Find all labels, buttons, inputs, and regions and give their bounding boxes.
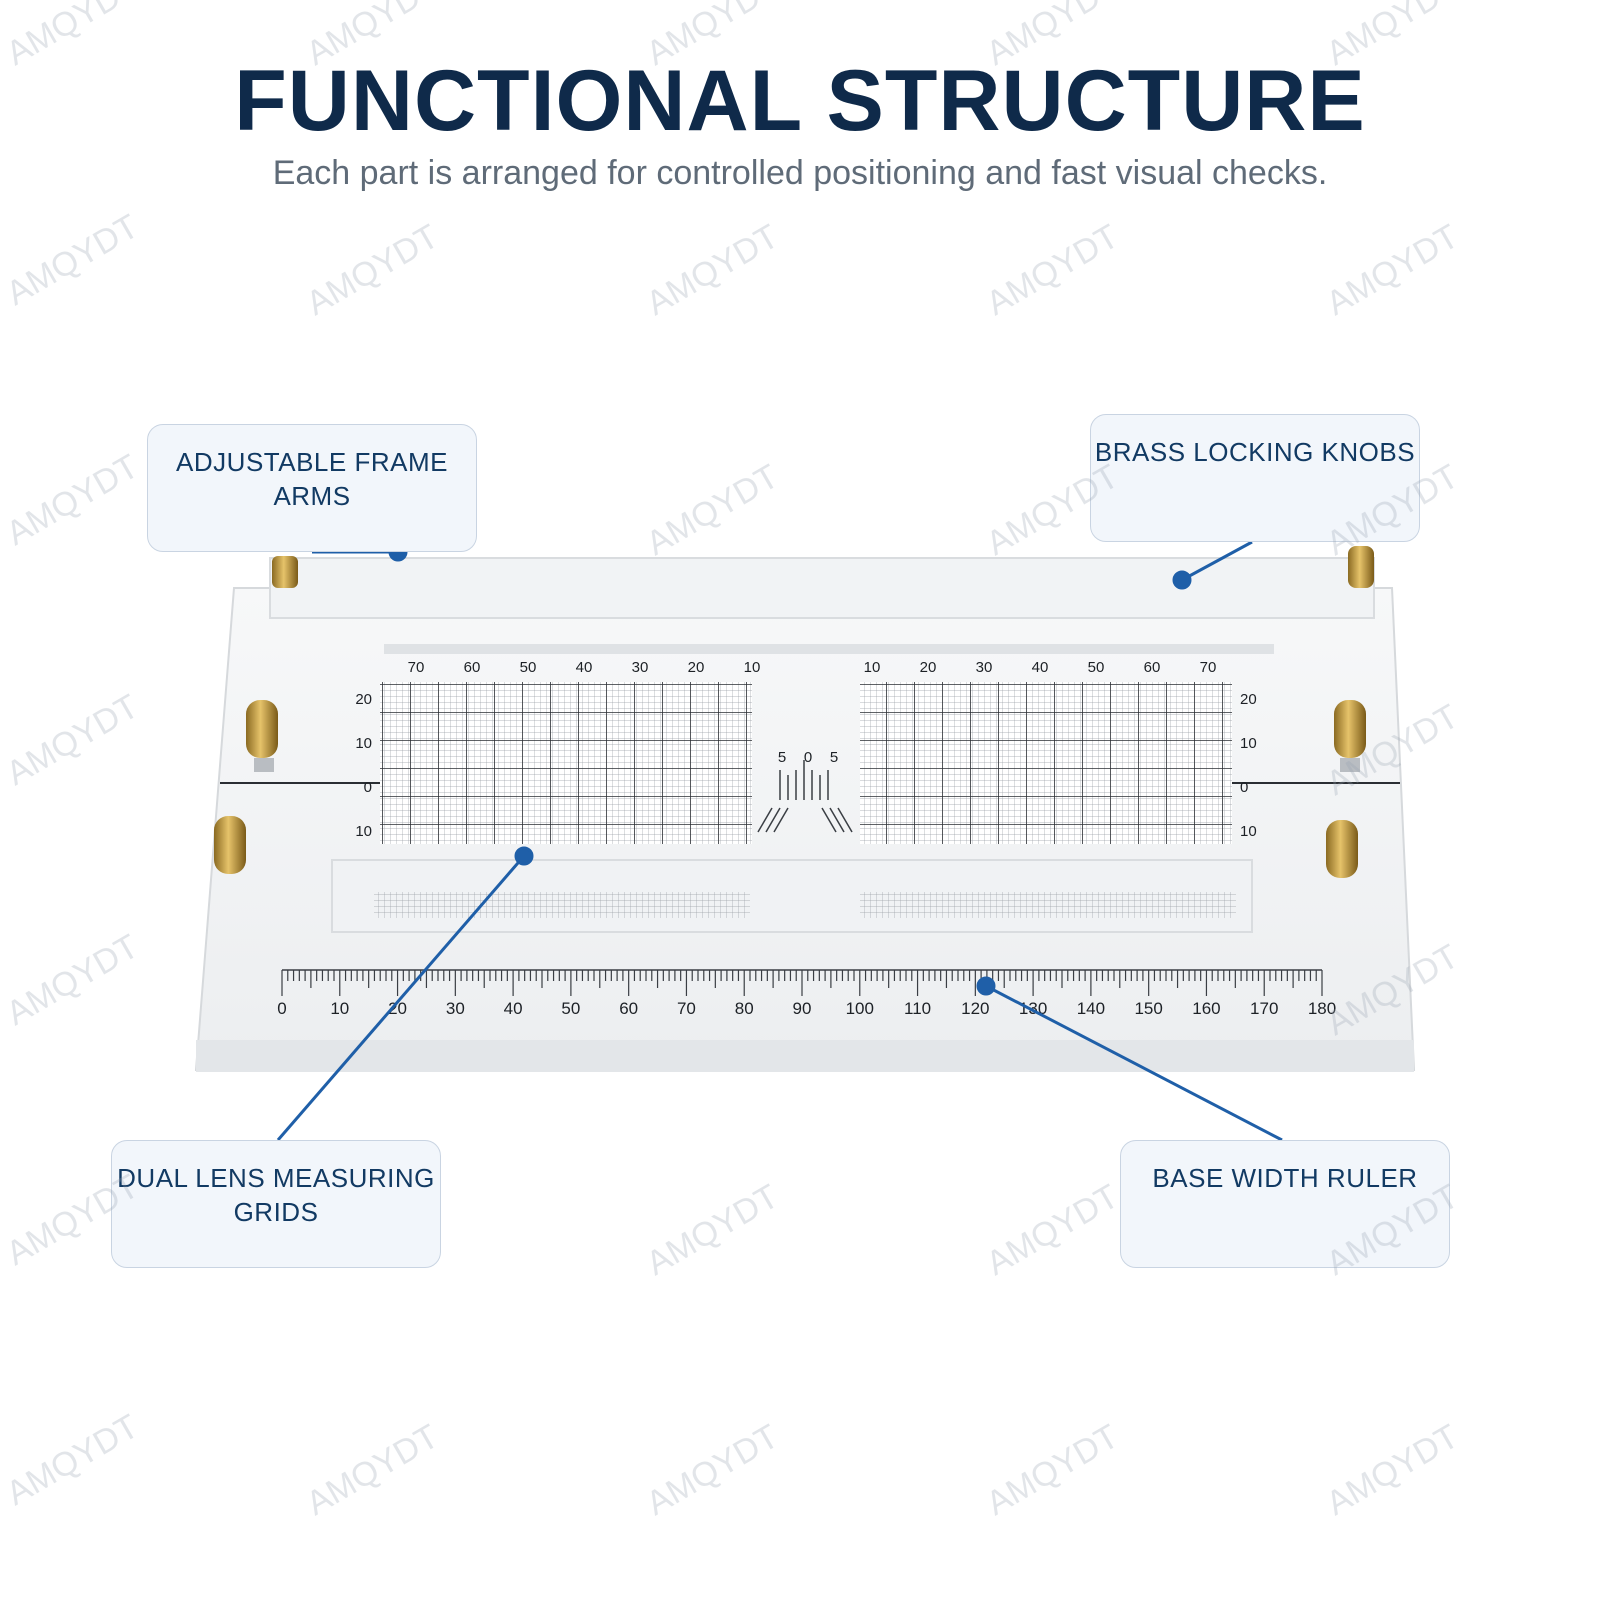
grid-side-left-label-3: 10 [355, 823, 372, 840]
grid-top-left-label-2: 50 [520, 659, 537, 676]
grid-top-right-label-2: 30 [976, 659, 993, 676]
callout-dual-lens-measuring-grids: DUAL LENS MEASURING GRIDS [111, 1140, 441, 1268]
top-frame-arm[interactable] [269, 557, 1375, 654]
base-ruler [281, 969, 1323, 996]
grid-side-left-label-1: 10 [355, 735, 372, 752]
knob-mid-left [246, 700, 278, 772]
ruler-label-11: 110 [904, 999, 931, 1018]
ruler-label-4: 40 [504, 999, 523, 1018]
knob-mid-right [1334, 700, 1366, 772]
grid-top-left-label-3: 40 [576, 659, 593, 676]
grid-top-labels-left: 70 60 50 40 30 20 10 [408, 659, 761, 676]
grid-top-right-label-0: 10 [864, 659, 881, 676]
grid-side-labels-right: 20 10 0 10 [1240, 691, 1257, 840]
ruler-label-17: 170 [1250, 999, 1278, 1018]
callout-base-width-ruler: BASE WIDTH RULER [1120, 1140, 1450, 1268]
ruler-label-14: 140 [1077, 999, 1105, 1018]
ruler-label-3: 30 [446, 999, 465, 1018]
center-scale [757, 760, 853, 833]
ruler-label-10: 100 [846, 999, 874, 1018]
ruler-label-5: 50 [561, 999, 580, 1018]
grid-top-left-label-0: 70 [408, 659, 425, 676]
leader-grids [276, 846, 534, 1141]
grid-top-right-label-3: 40 [1032, 659, 1049, 676]
ruler-label-8: 80 [735, 999, 754, 1018]
center-scale-label-0: 5 [778, 749, 786, 766]
grid-top-left-label-5: 20 [688, 659, 705, 676]
grid-top-left-label-6: 10 [744, 659, 761, 676]
left-lens-grid [220, 682, 752, 844]
grid-side-left-label-2: 0 [364, 779, 372, 796]
ruler-label-15: 150 [1134, 999, 1162, 1018]
page-subtitle: Each part is arranged for controlled pos… [272, 154, 1328, 192]
ruler-label-16: 160 [1192, 999, 1220, 1018]
knob-top-left [272, 556, 298, 588]
grid-side-right-label-0: 20 [1240, 691, 1257, 708]
callout-brass-locking-knobs: BRASS LOCKING KNOBS [1090, 414, 1420, 542]
page-title: FUNCTIONAL STRUCTURE [234, 53, 1366, 149]
grid-side-right-label-1: 10 [1240, 735, 1257, 752]
lower-frame-arm[interactable] [331, 859, 1253, 933]
grid-top-right-label-6: 70 [1200, 659, 1217, 676]
center-scale-labels: 5 0 5 [778, 749, 838, 766]
ruler-label-7: 70 [677, 999, 696, 1018]
right-lens-grid [860, 682, 1400, 844]
grid-top-left-label-4: 30 [632, 659, 649, 676]
grid-top-left-label-1: 60 [464, 659, 481, 676]
center-scale-label-2: 5 [830, 749, 838, 766]
leader-lines [276, 540, 1283, 1142]
ruler-label-0: 0 [277, 999, 286, 1018]
ruler-label-18: 180 [1308, 999, 1336, 1018]
brass-locking-knobs[interactable] [214, 546, 1374, 878]
grid-side-right-label-2: 0 [1240, 779, 1248, 796]
grid-top-right-label-5: 60 [1144, 659, 1161, 676]
callout-adjustable-frame-arms: ADJUSTABLE FRAME ARMS [147, 424, 477, 552]
grid-top-right-label-1: 20 [920, 659, 937, 676]
leader-ruler [976, 976, 1283, 1142]
ruler-label-9: 90 [793, 999, 812, 1018]
leader-knobs [1172, 540, 1253, 590]
knob-top-right [1348, 546, 1374, 588]
knob-low-right [1326, 820, 1358, 878]
grid-side-right-label-3: 10 [1240, 823, 1257, 840]
grid-side-labels-left: 20 10 0 10 [355, 691, 372, 840]
ruler-label-12: 120 [961, 999, 989, 1018]
ruler-label-1: 10 [330, 999, 349, 1018]
center-scale-label-1: 0 [804, 749, 812, 766]
grid-top-labels-right: 10 20 30 40 50 60 70 [864, 659, 1217, 676]
grid-side-left-label-0: 20 [355, 691, 372, 708]
ruler-label-6: 60 [619, 999, 638, 1018]
knob-low-left [214, 816, 246, 874]
ruler-label-2: 20 [388, 999, 407, 1018]
grid-top-right-label-4: 50 [1088, 659, 1105, 676]
